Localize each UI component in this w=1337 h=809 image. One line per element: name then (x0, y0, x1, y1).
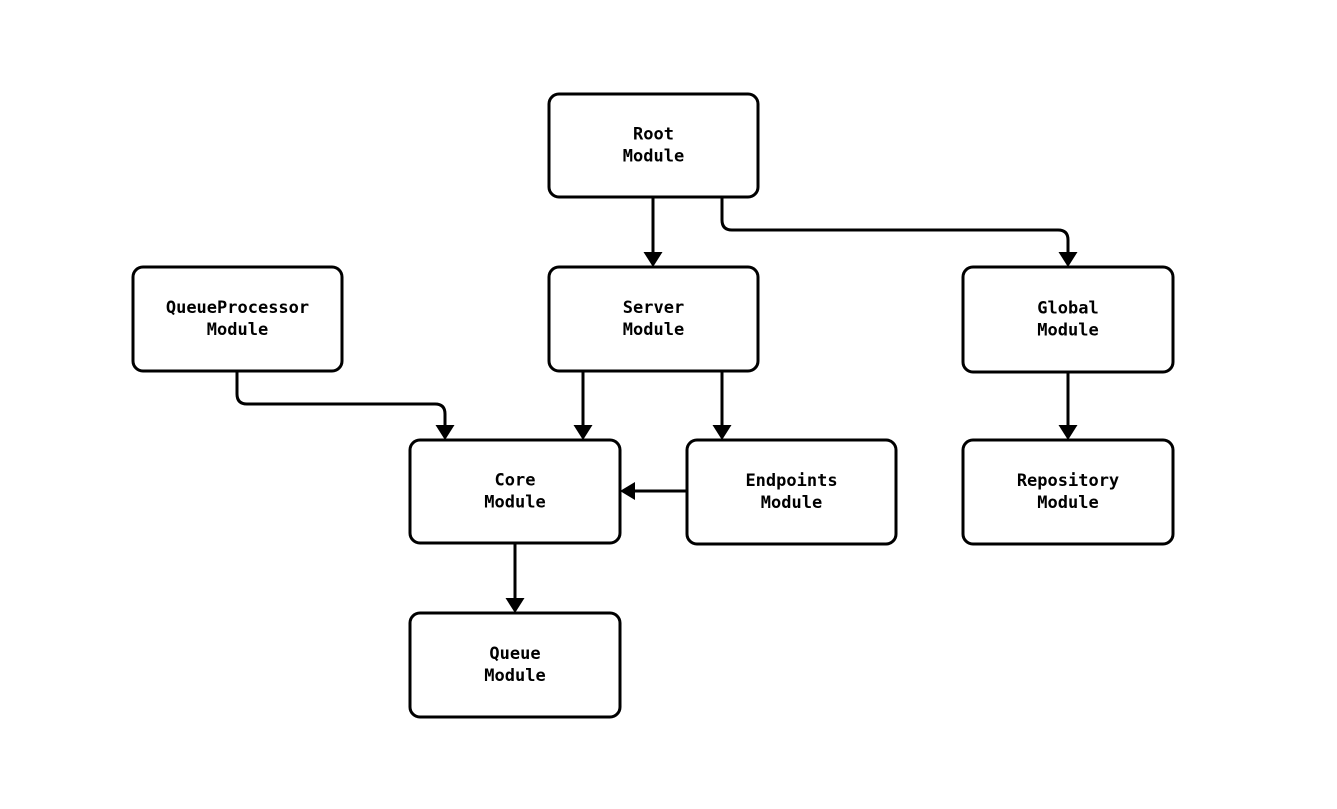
repository-module-node-label-line2: Module (1037, 493, 1098, 513)
edge-server-to-endpoints-arrowhead (712, 425, 732, 440)
root-module-node-label-line2: Module (623, 147, 684, 167)
edge-global-to-repository (1058, 372, 1078, 440)
core-module-node-box[interactable] (408, 438, 622, 545)
endpoints-module-node-box[interactable] (685, 438, 898, 546)
edges-layer (235, 197, 1078, 613)
repository-module-node-box[interactable] (961, 438, 1175, 546)
root-module-node-label-line1: Root (633, 125, 674, 145)
edge-root-to-server (643, 197, 663, 267)
server-module-node-box[interactable] (547, 265, 760, 373)
edge-root-to-global-line (720, 197, 1070, 255)
edge-server-to-core-arrowhead (573, 425, 593, 440)
queueprocessor-module-node-box[interactable] (131, 265, 344, 373)
root-module-node-box[interactable] (547, 92, 760, 199)
endpoints-module-node-label-line1: Endpoints (745, 471, 837, 491)
queue-module-node-label-line2: Module (484, 666, 545, 686)
edge-server-to-core (573, 371, 593, 440)
edge-queueprocessor-to-core-line (235, 371, 447, 428)
edge-endpoints-to-core (620, 482, 687, 500)
edge-core-to-queue (505, 543, 525, 613)
queueprocessor-module-node-label-line2: Module (207, 320, 268, 340)
nodes-layer: RootModuleQueueProcessorModuleServerModu… (131, 92, 1175, 719)
edge-endpoints-to-core-arrowhead (620, 482, 635, 500)
edge-root-to-global-arrowhead (1058, 252, 1078, 267)
edge-queueprocessor-to-core (235, 371, 455, 440)
server-module-node-label-line1: Server (623, 298, 684, 318)
global-module-node-label-line1: Global (1037, 299, 1098, 319)
edge-root-to-server-arrowhead (643, 252, 663, 267)
core-module-node-label-line1: Core (495, 471, 536, 491)
core-module-node-label-line2: Module (484, 493, 545, 513)
repository-module-node-label-line1: Repository (1017, 471, 1119, 491)
queueprocessor-module-node-label-line1: QueueProcessor (166, 298, 309, 318)
edge-core-to-queue-arrowhead (505, 598, 525, 613)
queue-module-node-label-line1: Queue (489, 644, 540, 664)
edge-global-to-repository-arrowhead (1058, 425, 1078, 440)
endpoints-module-node-label-line2: Module (761, 493, 822, 513)
edge-queueprocessor-to-core-arrowhead (435, 425, 455, 440)
queue-module-node-box[interactable] (408, 611, 622, 719)
server-module-node-label-line2: Module (623, 320, 684, 340)
edge-root-to-global (720, 197, 1078, 267)
global-module-node-box[interactable] (961, 265, 1175, 374)
global-module-node-label-line2: Module (1037, 321, 1098, 341)
edge-server-to-endpoints (712, 371, 732, 440)
